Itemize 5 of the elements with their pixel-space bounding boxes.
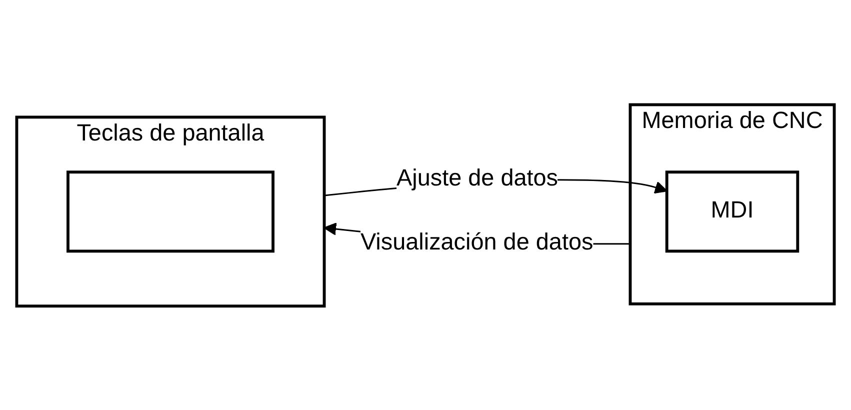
node-box	[66, 170, 274, 252]
edge-label: Visualización de datos	[360, 230, 594, 256]
node-box: MDI	[665, 170, 800, 252]
cluster: Teclas de pantalla	[15, 115, 326, 308]
edge-label: Ajuste de datos	[396, 166, 558, 191]
